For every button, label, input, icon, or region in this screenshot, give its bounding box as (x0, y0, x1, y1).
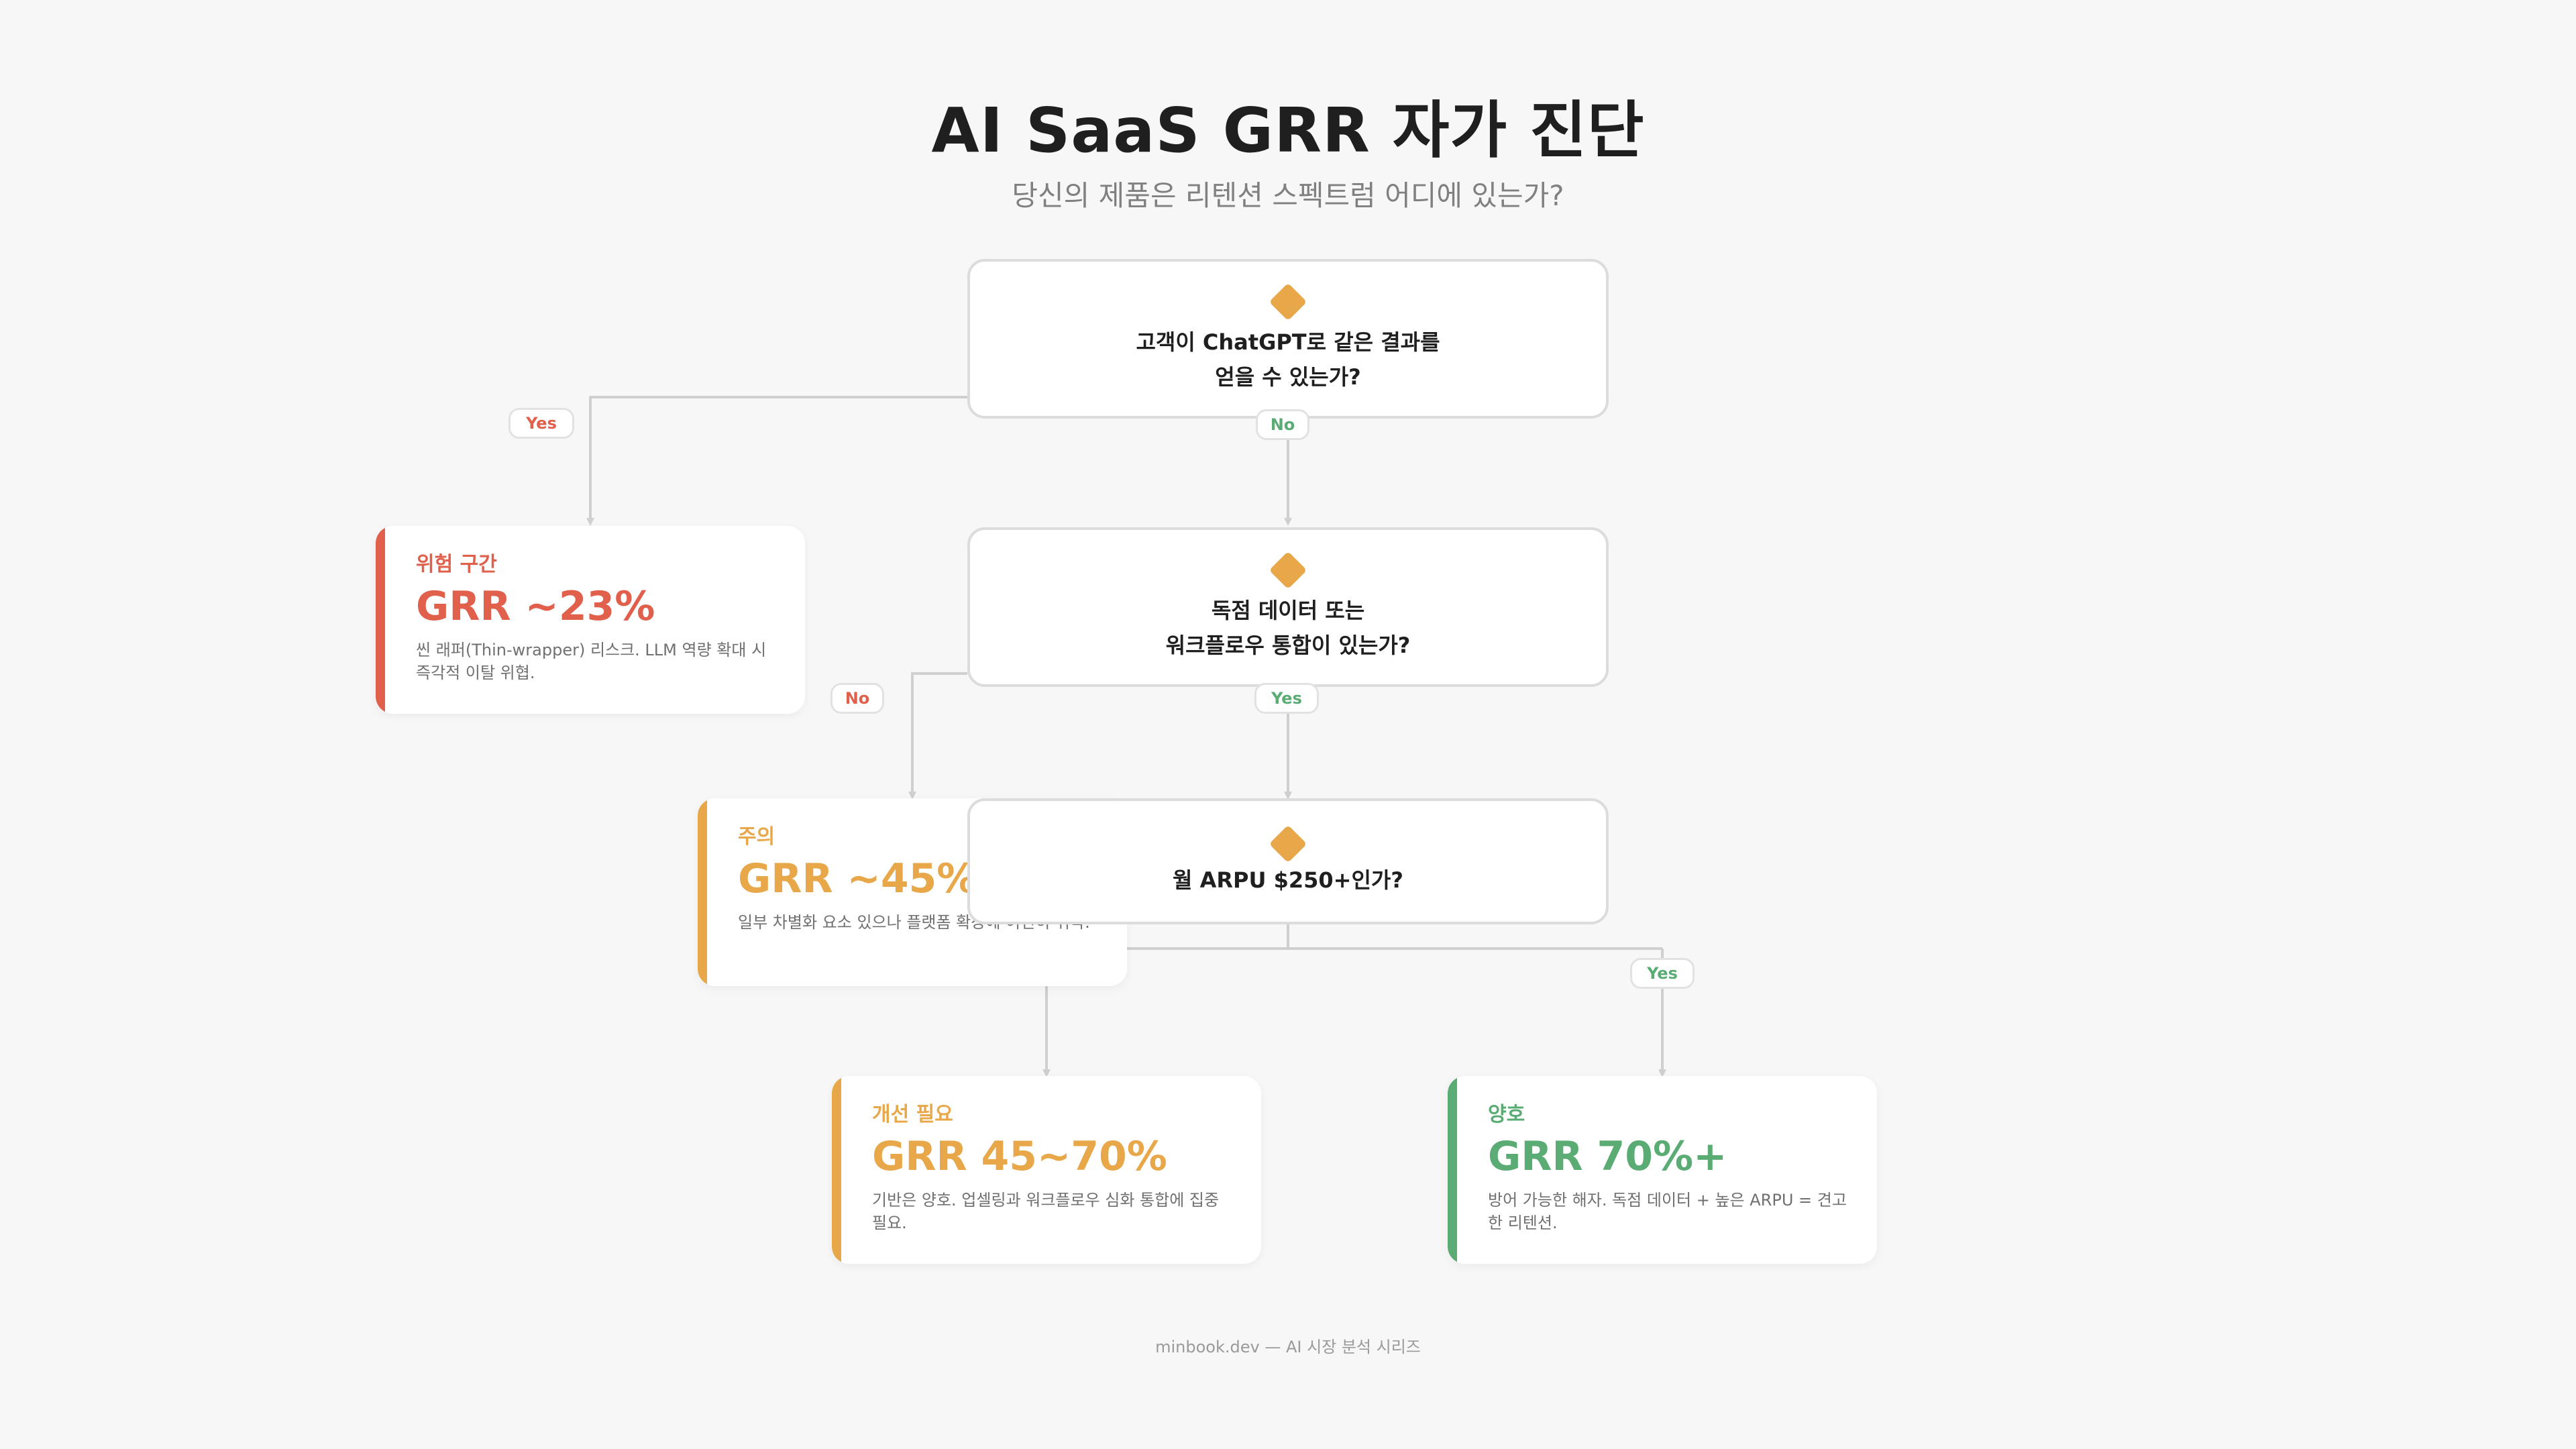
decision-question-line: 워크플로우 통합이 있는가? (1165, 633, 1411, 658)
decision-question: 월 ARPU $250+인가? (970, 863, 1606, 898)
decision-diamond-icon (1269, 282, 1307, 321)
result-grr-value: GRR ~23% (416, 583, 655, 630)
page-subtitle: 당신의 제품은 리텐션 스펙트럼 어디에 있는가? (1012, 179, 1564, 212)
decision-question-line: 월 ARPU $250+인가? (1173, 867, 1403, 893)
edge-label-q2-no: No (830, 683, 884, 714)
result-card-danger: 위험 구간 GRR ~23% 씬 래퍼(Thin-wrapper) 리스크. L… (376, 526, 805, 714)
result-grr-value: GRR ~45% (738, 855, 977, 902)
result-description: 씬 래퍼(Thin-wrapper) 리스크. LLM 역량 확대 시 즉각적 … (416, 641, 767, 682)
result-label: 양호 (1488, 1103, 1525, 1126)
edge-q3-split (1046, 924, 1662, 950)
edge-label-q1-yes: Yes (508, 408, 574, 439)
result-description: 방어 가능한 해자. 독점 데이터 + 높은 ARPU = 견고한 리텐션. (1488, 1191, 1847, 1232)
decision-diamond-icon (1269, 551, 1307, 590)
result-grr-value: GRR 70%+ (1488, 1133, 1727, 1180)
decision-question: 독점 데이터 또는 워크플로우 통합이 있는가? (970, 593, 1606, 663)
result-accent-bar (698, 798, 707, 986)
edge-q2-no (908, 672, 967, 800)
result-label: 개선 필요 (872, 1103, 953, 1126)
result-accent-bar (832, 1076, 841, 1264)
decision-diamond-icon (1269, 824, 1307, 863)
result-label: 위험 구간 (416, 553, 497, 576)
result-label: 주의 (738, 825, 775, 849)
edge-q1-yes (586, 396, 967, 526)
edge-label-q1-no: No (1256, 409, 1309, 440)
result-description: 기반은 양호. 업셀링과 워크플로우 심화 통합에 집중 필요. (872, 1191, 1220, 1232)
page-title: AI SaaS GRR 자가 진단 (931, 95, 1645, 166)
result-accent-bar (376, 526, 385, 714)
decision-question-line: 독점 데이터 또는 (1211, 598, 1365, 623)
decision-node-chatgpt: 고객이 ChatGPT로 같은 결과를 얻을 수 있는가? (967, 259, 1609, 419)
decision-question: 고객이 ChatGPT로 같은 결과를 얻을 수 있는가? (970, 325, 1606, 394)
edge-label-q2-yes: Yes (1254, 683, 1319, 714)
result-grr-value: GRR 45~70% (872, 1133, 1167, 1180)
result-card-improve: 개선 필요 GRR 45~70% 기반은 양호. 업셀링과 워크플로우 심화 통… (832, 1076, 1261, 1264)
decision-question-line: 얻을 수 있는가? (1215, 364, 1361, 390)
edge-label-q3-yes: Yes (1630, 958, 1695, 989)
decision-node-proprietary: 독점 데이터 또는 워크플로우 통합이 있는가? (967, 527, 1609, 687)
decision-question-line: 고객이 ChatGPT로 같은 결과를 (1136, 329, 1440, 355)
footer-credit: minbook.dev — AI 시장 분석 시리즈 (1155, 1338, 1421, 1356)
result-card-good: 양호 GRR 70%+ 방어 가능한 해자. 독점 데이터 + 높은 ARPU … (1448, 1076, 1877, 1264)
decision-node-arpu: 월 ARPU $250+인가? (967, 798, 1609, 924)
result-accent-bar (1448, 1076, 1457, 1264)
